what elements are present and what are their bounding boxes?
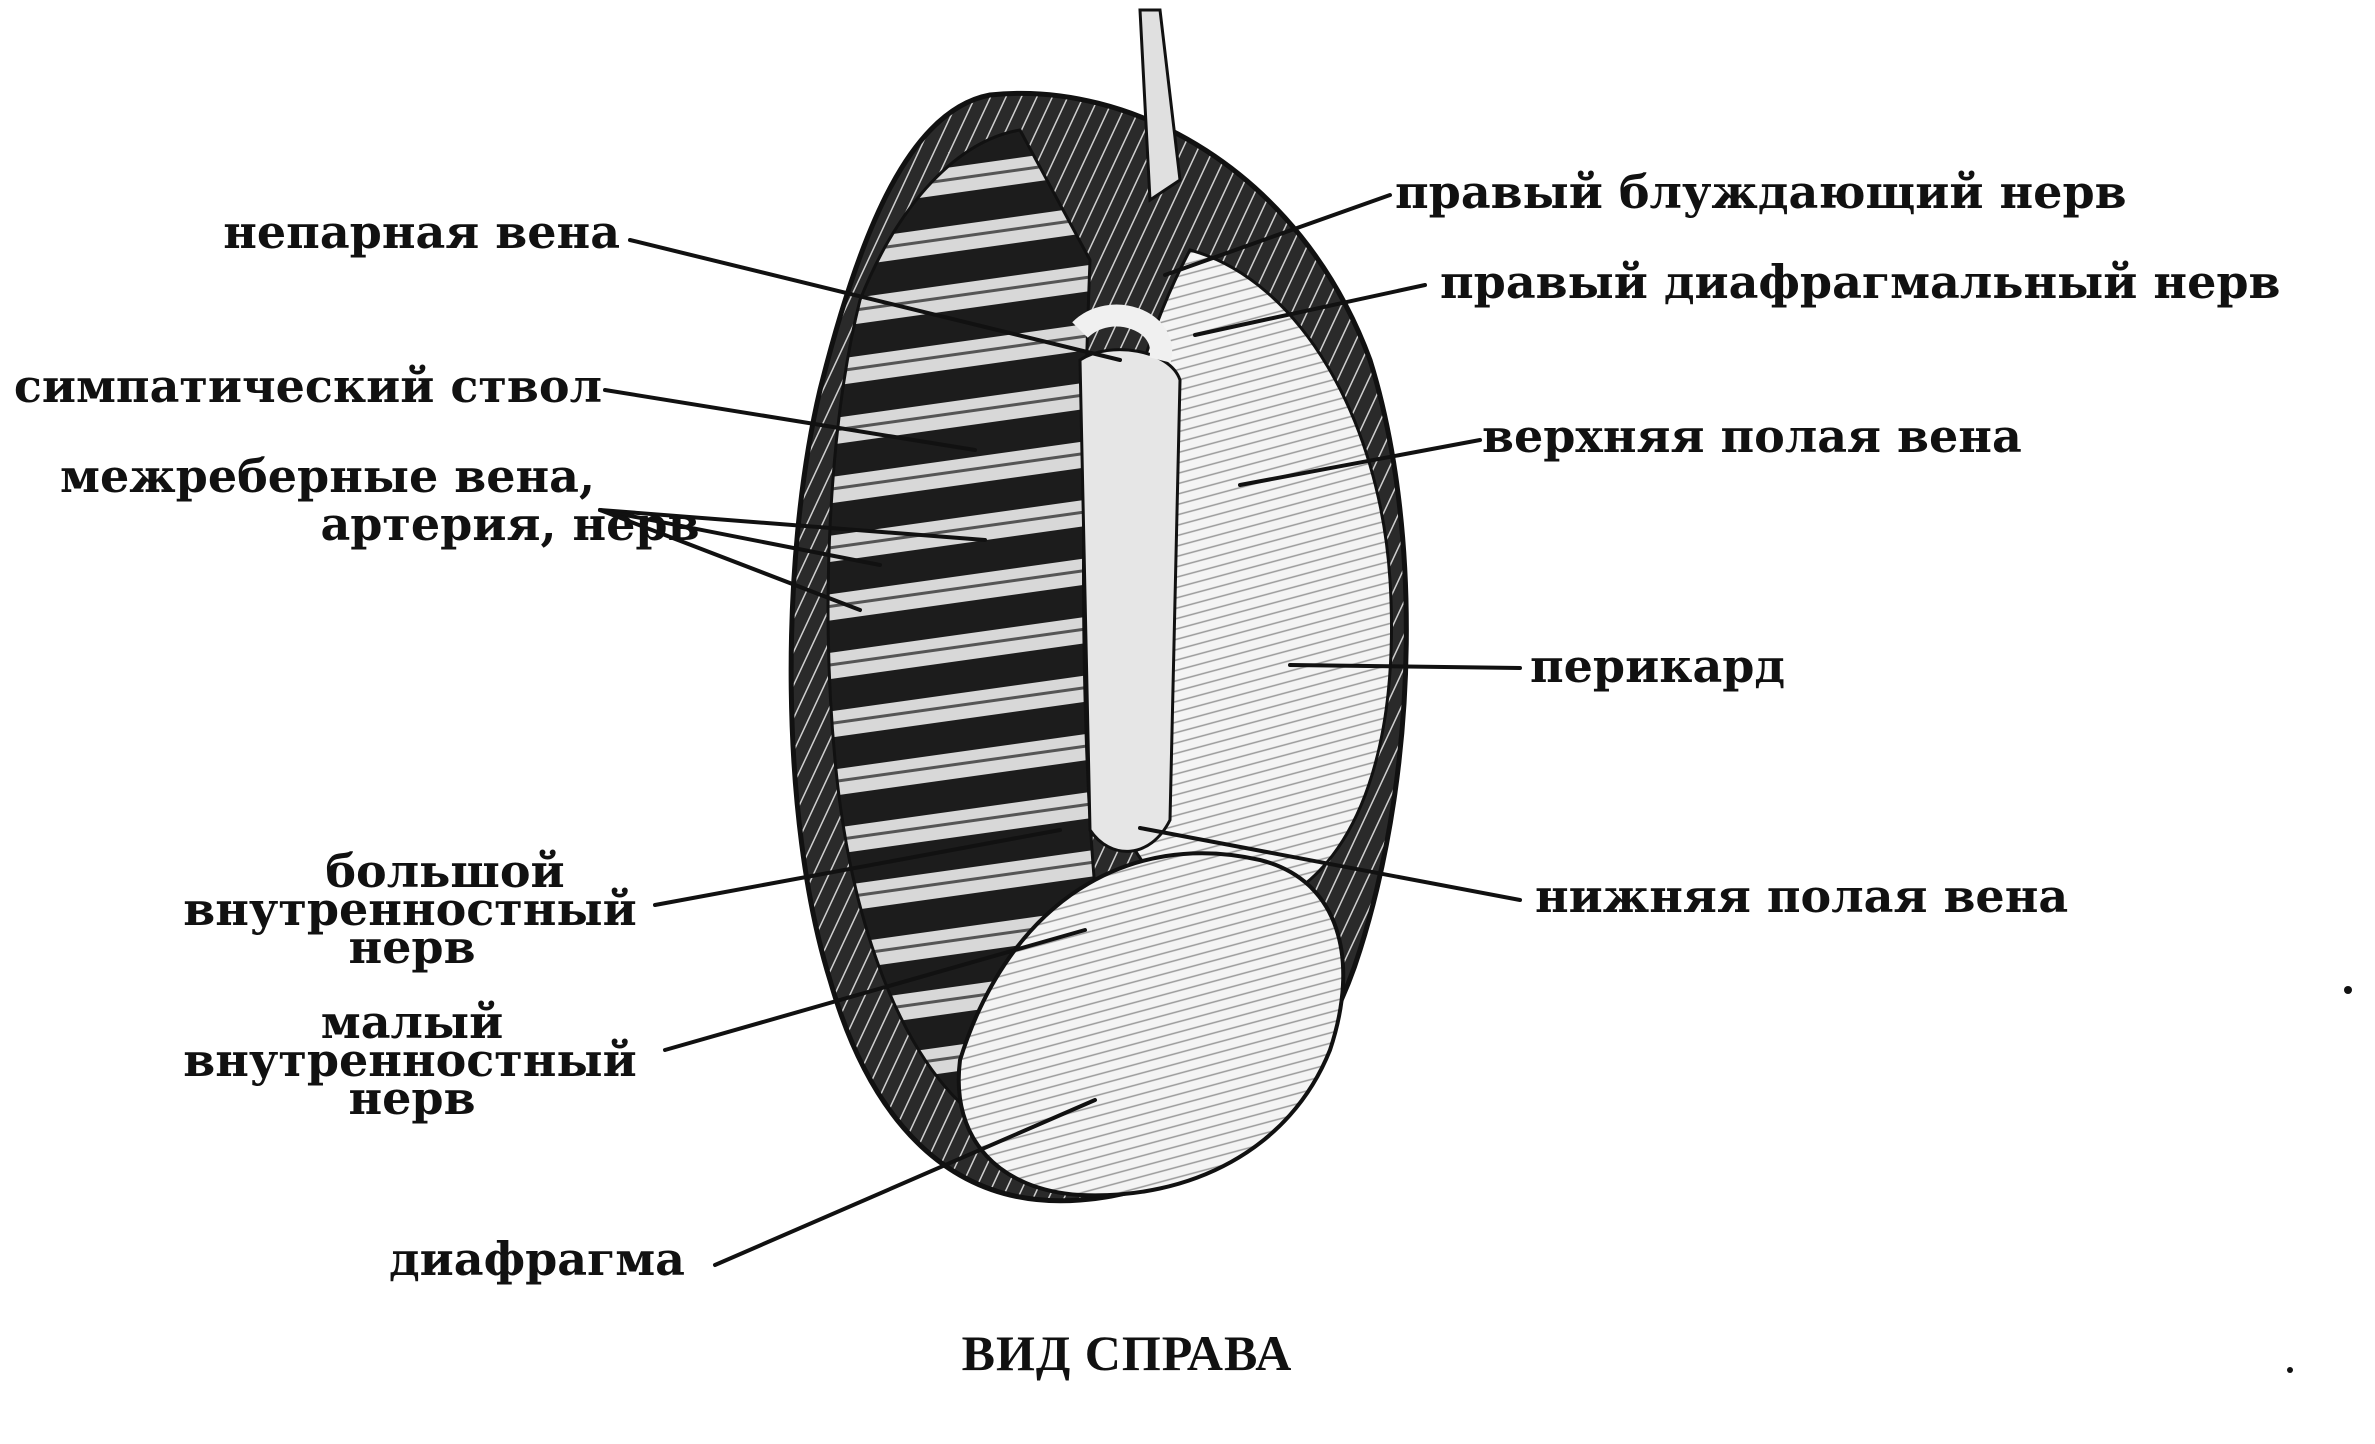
leader-intercostal-1 [598,508,987,542]
leader-right-vagus [1163,193,1392,277]
label-lesser-splanchnic-line1: малый [321,995,503,1049]
leader-right-phrenic [1193,283,1427,337]
leader-diaphragm [713,1098,1097,1267]
label-greater-splanchnic-line3: нерв [348,920,475,974]
leader-superior-vena-cava [1238,438,1482,487]
leader-pericardium [1288,663,1522,670]
leader-greater-splanchnic [653,828,1062,907]
speck-dot [2344,986,2352,994]
label-lesser-splanchnic-line3: нерв [348,1071,475,1125]
speck-dot-2 [2287,1367,2293,1373]
label-superior-vena-cava: верхняя полая вена [1482,409,2022,463]
label-greater-splanchnic-line2: внутренностный [183,882,636,936]
label-right-vagus: правый блуждающий нерв [1395,165,2127,219]
leader-sympathetic-trunk [603,388,977,452]
label-diaphragm: диафрагма [389,1232,685,1286]
figure-caption: ВИД СПРАВА [962,1325,1293,1381]
azygos-arch-shape [1072,304,1173,363]
leader-inferior-vena-cava [1138,826,1522,902]
label-pericardium: перикард [1530,639,1785,693]
label-greater-splanchnic-line1: большой [325,844,564,898]
leader-lesser-splanchnic [663,928,1087,1052]
leader-lines [598,193,1522,1267]
label-intercostal-line2: артерия, нерв [320,497,699,551]
label-right-phrenic: правый диафрагмальный нерв [1440,255,2280,309]
anatomy-illustration [788,8,1409,1204]
label-lesser-splanchnic-line2: внутренностный [183,1033,636,1087]
label-sympathetic-trunk: симпатический ствол [14,359,602,413]
leader-azygos-vein [628,238,1122,362]
vena-cava-shape [1078,348,1182,853]
label-inferior-vena-cava: нижняя полая вена [1535,869,2068,923]
trachea-shape [1138,8,1182,203]
label-intercostal-line1: межреберные вена, [60,449,595,503]
leader-intercostal-3 [598,508,862,612]
label-azygos-vein: непарная вена [223,205,620,259]
leader-intercostal-2 [598,508,882,567]
